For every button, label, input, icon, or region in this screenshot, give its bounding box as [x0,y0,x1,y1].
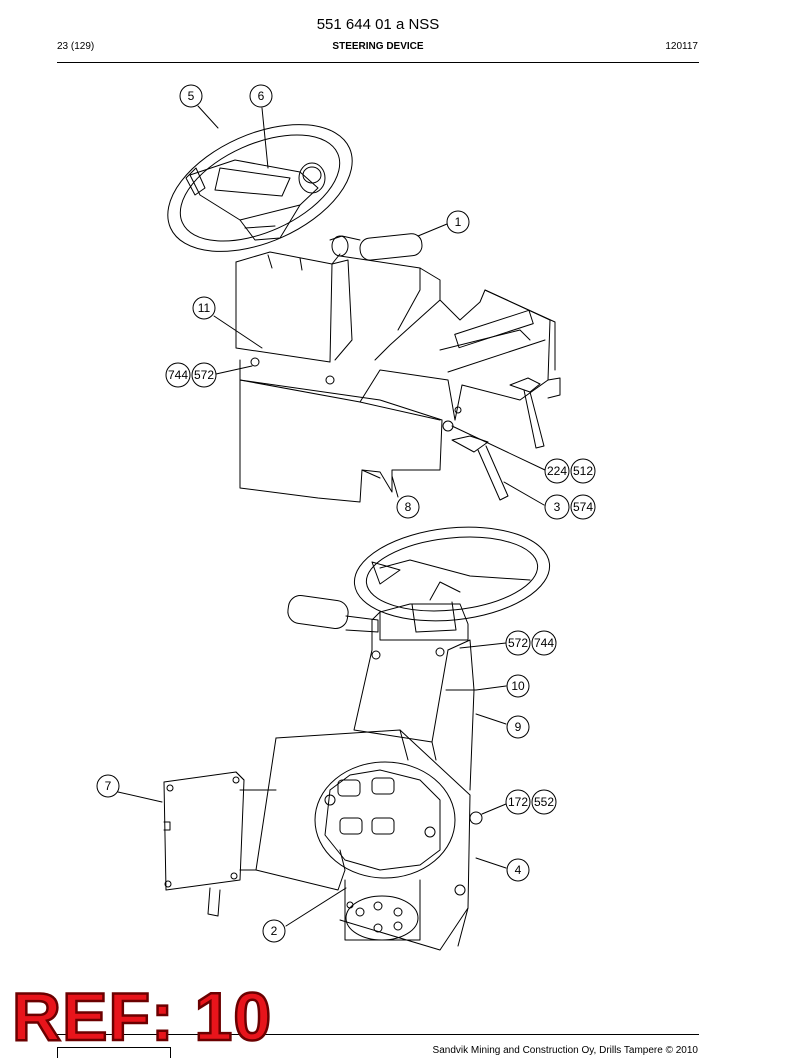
callout-4: 4 [506,858,530,882]
callout-9: 9 [506,715,530,739]
callout-172: 172 [505,789,531,815]
header-rule [57,62,699,63]
callout-10: 10 [506,674,530,698]
svg-text:5: 5 [188,89,195,103]
svg-text:3: 3 [554,500,561,514]
lower-assembly [163,526,551,951]
svg-text:224: 224 [547,464,567,478]
callout-572-upper: 572 [191,362,217,388]
section-title: STEERING DEVICE [332,41,424,52]
callout-512: 512 [570,458,596,484]
svg-text:10: 10 [511,679,525,693]
steering-wheel-rim [167,124,353,252]
callout-744-upper: 744 [165,362,191,388]
callouts: 5 6 1 11 744 572 224 512 [96,84,596,943]
leader-lines [117,105,546,927]
callout-3: 3 [544,494,570,520]
svg-text:512: 512 [573,464,593,478]
svg-text:2: 2 [271,924,278,938]
svg-text:572: 572 [508,636,528,650]
callout-5: 5 [179,84,203,108]
upper-assembly [167,124,561,503]
svg-text:8: 8 [405,500,412,514]
callout-1: 1 [446,210,470,234]
callout-8: 8 [396,495,420,519]
svg-text:552: 552 [534,795,554,809]
callout-744-lower: 744 [531,630,557,656]
svg-text:744: 744 [534,636,554,650]
footer-rule [57,1034,699,1035]
svg-text:11: 11 [198,301,211,315]
svg-text:9: 9 [515,720,522,734]
page-number: 23 (129) [57,41,95,52]
document-code: 120117 [665,41,698,52]
svg-text:572: 572 [194,368,214,382]
callout-552: 552 [531,789,557,815]
svg-text:574: 574 [573,500,593,514]
svg-text:744: 744 [168,368,188,382]
svg-text:172: 172 [508,795,528,809]
document-title: 551 644 01 a NSS [316,16,440,33]
callout-574: 574 [570,494,596,520]
callout-572-lower: 572 [505,630,531,656]
steering-wheel-rim-lower [353,526,551,622]
callout-224: 224 [544,458,570,484]
callout-2: 2 [262,919,286,943]
svg-text:7: 7 [105,779,112,793]
ref-stamp: REF: 10 [11,979,273,1055]
callout-7: 7 [96,774,120,798]
svg-text:6: 6 [258,89,265,103]
svg-text:1: 1 [455,215,462,229]
callout-11: 11 [192,296,216,320]
svg-text:4: 4 [515,863,522,877]
callout-6: 6 [249,84,273,108]
footer-copyright: Sandvik Mining and Construction Oy, Dril… [432,1045,698,1056]
